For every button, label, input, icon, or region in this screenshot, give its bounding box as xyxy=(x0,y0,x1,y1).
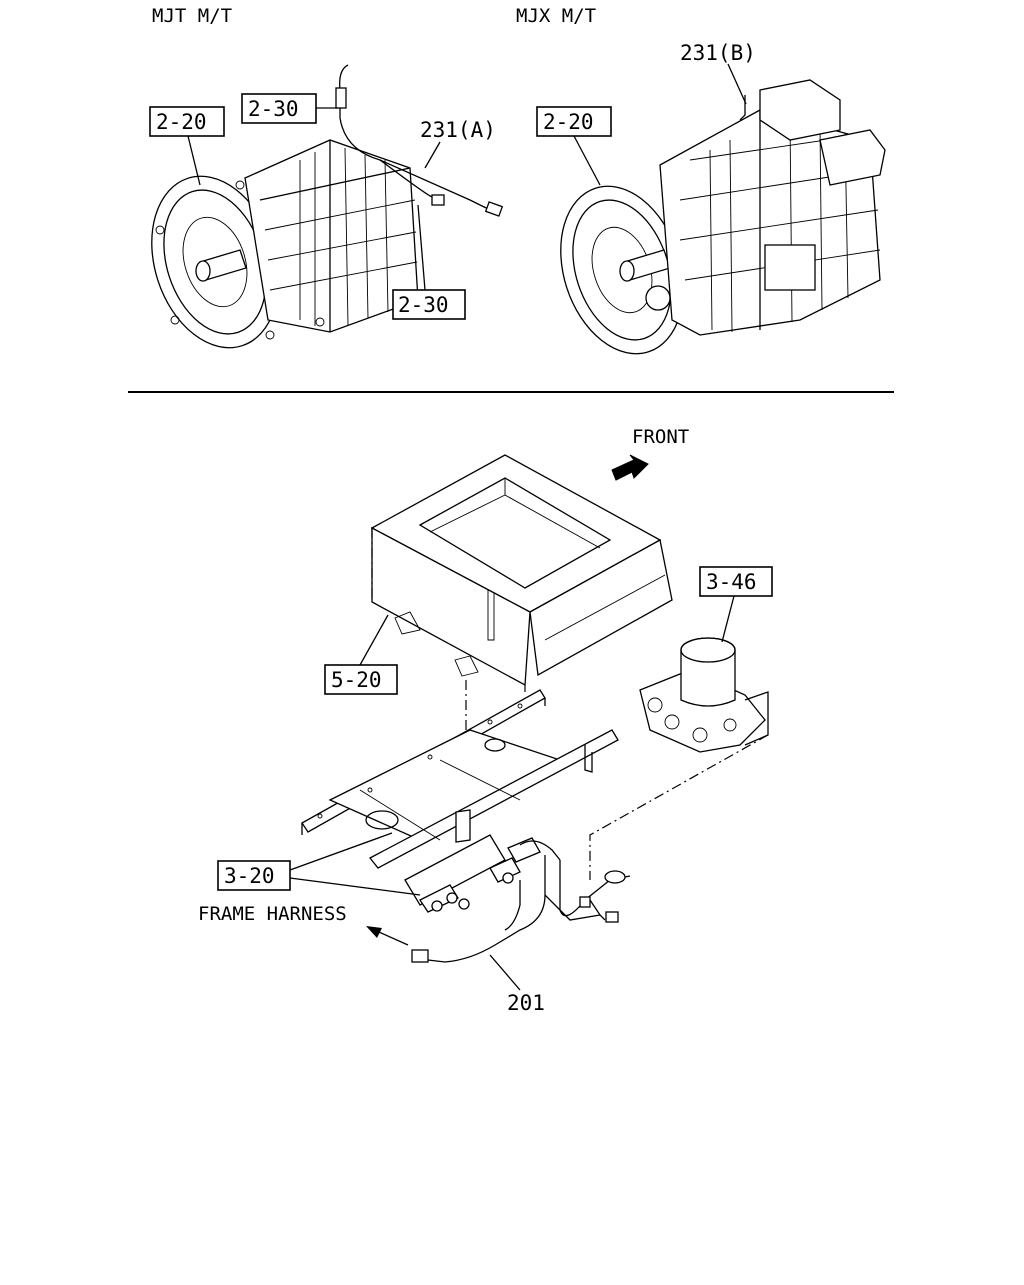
callout-left-231a-label: 231(A) xyxy=(420,118,496,142)
callout-left-230-top[interactable]: 2-30 xyxy=(241,93,338,124)
callout-346[interactable]: 3-46 xyxy=(699,566,773,643)
callout-right-220[interactable]: 2-20 xyxy=(536,106,612,186)
mjt-transmission-drawing xyxy=(151,64,504,349)
frame-harness-label: FRAME HARNESS xyxy=(198,903,347,925)
callout-left-231a[interactable]: 231(A) xyxy=(420,118,496,169)
mjx-transmission-drawing xyxy=(560,79,886,355)
callout-left-220[interactable]: 2-20 xyxy=(149,106,225,186)
callout-201-label: 201 xyxy=(507,991,545,1015)
cover-box-drawing xyxy=(370,454,673,692)
frame-harness-callout[interactable]: FRAME HARNESS xyxy=(198,903,409,946)
dryer-connection-line xyxy=(589,734,769,880)
callout-320[interactable]: 3-20 xyxy=(217,832,421,896)
callout-320-label: 3-20 xyxy=(224,864,275,888)
callout-left-230-bottom-label: 2-30 xyxy=(398,293,449,317)
callout-right-231b[interactable]: 231(B) xyxy=(680,41,756,105)
callout-right-231b-label: 231(B) xyxy=(680,41,756,65)
harness-201-drawing xyxy=(404,834,631,963)
callout-left-230-bottom[interactable]: 2-30 xyxy=(392,204,466,320)
frame-harness-arrow-icon xyxy=(366,926,382,938)
callout-346-label: 3-46 xyxy=(706,570,757,594)
title-mjt: MJT M/T xyxy=(152,5,232,27)
callout-520-label: 5-20 xyxy=(331,668,382,692)
frame-bracket-drawing xyxy=(301,689,619,869)
front-direction-indicator: FRONT xyxy=(611,426,689,481)
callout-left-230-top-label: 2-30 xyxy=(248,97,299,121)
callout-201[interactable]: 201 xyxy=(489,954,545,1015)
callout-520[interactable]: 5-20 xyxy=(324,614,398,695)
front-label: FRONT xyxy=(632,426,689,448)
front-arrow-icon xyxy=(611,454,649,481)
title-mjx: MJX M/T xyxy=(516,5,596,27)
callout-left-220-label: 2-20 xyxy=(156,110,207,134)
air-dryer-drawing xyxy=(639,637,769,753)
callout-right-220-label: 2-20 xyxy=(543,110,594,134)
